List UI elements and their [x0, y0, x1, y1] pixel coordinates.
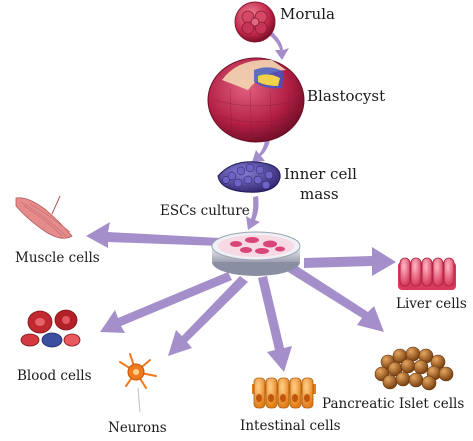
pancreatic-cells-label: Pancreatic Islet cells	[322, 396, 465, 412]
blood-cells-illustration	[20, 309, 81, 348]
arrow-to-intestinal	[258, 276, 292, 372]
intestinal-cells-label: Intestinal cells	[240, 418, 341, 434]
liver-cells-label: Liver cells	[396, 296, 467, 312]
blood-cells-label: Blood cells	[17, 368, 92, 384]
inner-cell-mass-label-line2: mass	[300, 185, 339, 203]
muscle-cells-illustration	[15, 195, 73, 239]
arrow-to-pancreatic	[288, 264, 384, 332]
inner-cell-mass-illustration	[217, 161, 281, 193]
liver-cells-illustration	[398, 257, 456, 290]
pancreatic-cells-illustration	[374, 346, 454, 391]
blastocyst-illustration	[207, 57, 305, 143]
blastocyst-to-icm-arrow	[252, 140, 270, 162]
arrow-to-muscle	[86, 222, 220, 248]
arrow-to-neurons	[168, 276, 248, 356]
neuron-illustration	[119, 353, 157, 413]
arrow-to-liver	[304, 247, 396, 276]
progression-arrows	[246, 30, 289, 230]
intestinal-cells-illustration	[252, 377, 316, 409]
arrow-to-blood	[100, 272, 232, 333]
morula-label: Morula	[280, 5, 335, 23]
morula-illustration	[234, 1, 276, 43]
culture-dish-illustration	[211, 231, 301, 276]
morula-to-blastocyst-arrow	[268, 30, 289, 60]
differentiation-arrows	[86, 222, 396, 372]
inner-cell-mass-label-line1: Inner cell	[284, 165, 357, 183]
escs-culture-label: ESCs culture	[160, 203, 250, 219]
icm-to-culture-arrow	[246, 196, 260, 230]
muscle-cells-label: Muscle cells	[15, 250, 100, 266]
blastocyst-label: Blastocyst	[307, 87, 386, 105]
neurons-label: Neurons	[108, 420, 167, 436]
